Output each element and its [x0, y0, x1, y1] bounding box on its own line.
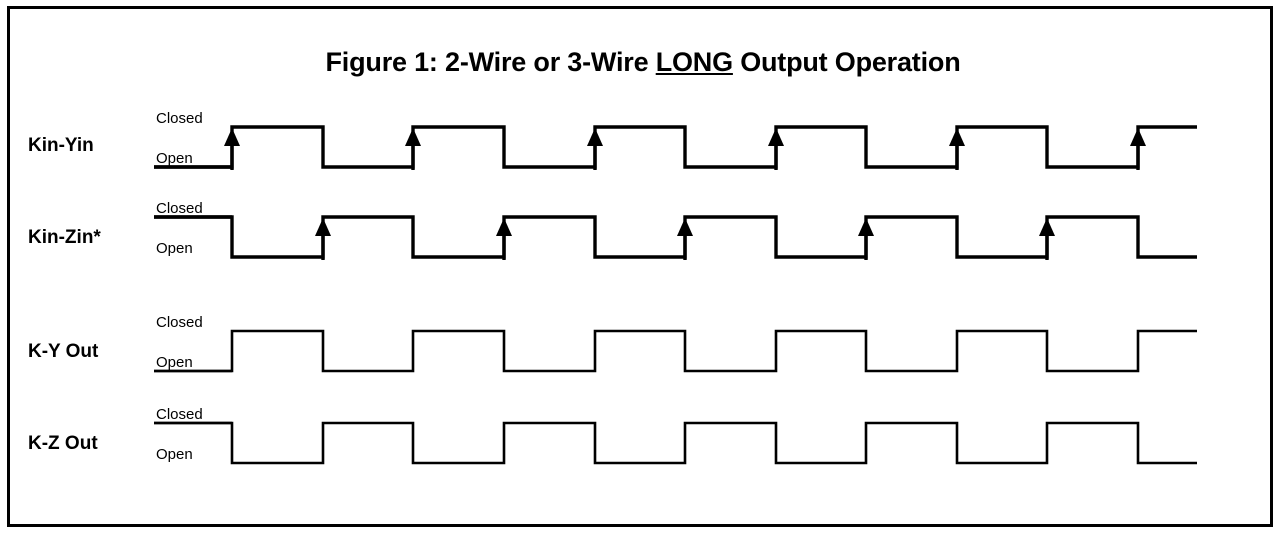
level-label-closed: Closed [156, 314, 203, 331]
rising-edge-arrow-icon [949, 128, 965, 170]
figure-title-prefix: Figure 1: 2-Wire or 3-Wire [325, 47, 656, 77]
signal-name-label: Kin-Yin [28, 135, 94, 156]
rising-edge-arrow-icon [1130, 128, 1146, 170]
rising-edge-arrow-icon [224, 128, 240, 170]
rising-edge-arrow-icon [858, 218, 874, 260]
signal-name-label: K-Z Out [28, 433, 98, 454]
rising-edge-arrow-icon [768, 128, 784, 170]
figure-title-emphasis: LONG [655, 47, 733, 77]
level-label-closed: Closed [156, 200, 203, 217]
signal-path [154, 421, 1197, 465]
waveform-trace [154, 215, 1197, 260]
waveform-trace [154, 329, 1197, 373]
level-label-open: Open [156, 446, 193, 463]
rising-edge-arrow-icon [677, 218, 693, 260]
level-label-open: Open [156, 354, 193, 371]
figure-title-suffix: Output Operation [732, 47, 961, 77]
level-label-closed: Closed [156, 110, 203, 127]
rising-edge-arrow-icon [496, 218, 512, 260]
rising-edge-arrow-icon [405, 128, 421, 170]
figure-border: Figure 1: 2-Wire or 3-Wire LONG Output O… [7, 6, 1273, 527]
clipped-text-above-figure [0, 0, 1288, 5]
signal-name-label: Kin-Zin* [28, 227, 101, 248]
waveform-trace [154, 421, 1197, 465]
level-label-open: Open [156, 240, 193, 257]
signal-path [154, 215, 1197, 259]
rising-edge-arrow-icon [587, 128, 603, 170]
signal-path [154, 125, 1197, 169]
level-label-open: Open [156, 150, 193, 167]
rising-edge-arrow-icon [315, 218, 331, 260]
level-label-closed: Closed [156, 406, 203, 423]
signal-path [154, 329, 1197, 373]
signal-name-label: K-Y Out [28, 341, 99, 362]
figure-title: Figure 1: 2-Wire or 3-Wire LONG Output O… [10, 47, 1276, 78]
rising-edge-arrow-icon [1039, 218, 1055, 260]
waveform-trace [154, 125, 1197, 170]
